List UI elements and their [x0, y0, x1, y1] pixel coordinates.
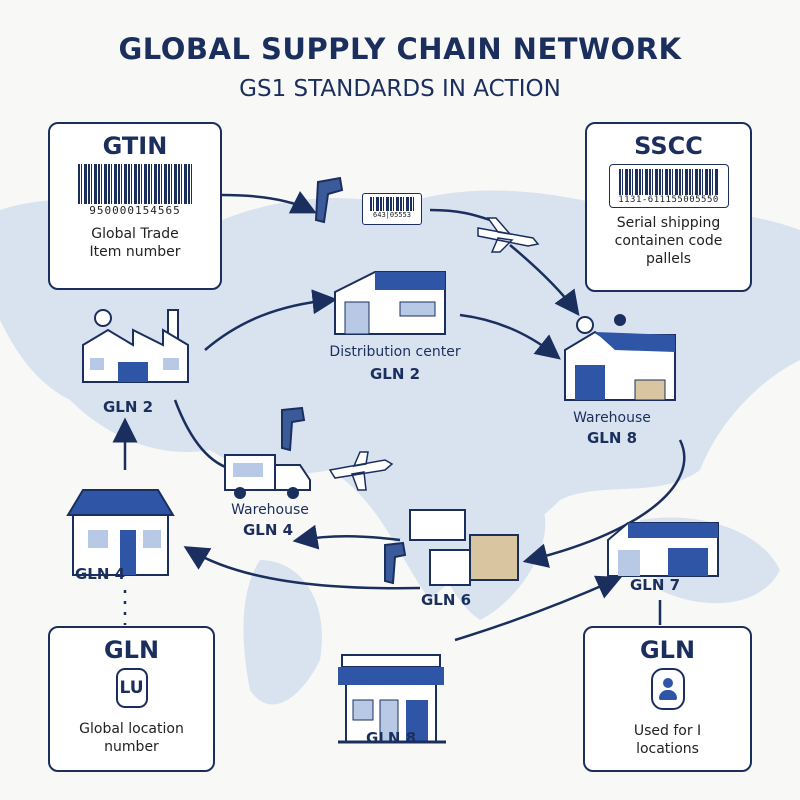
airplane-icon	[328, 451, 394, 491]
gln-right-desc-1: Used for I	[633, 723, 702, 739]
barcode-icon	[77, 164, 193, 204]
scanner-icon	[384, 541, 407, 585]
gln-left-desc-2: number	[104, 739, 159, 755]
sscc-desc-2: containen code	[614, 233, 723, 249]
scanner-icon	[281, 406, 306, 452]
gln-right-desc-2: locations	[636, 741, 699, 757]
gtin-code: 950000154565	[89, 204, 181, 217]
gtin-desc-1: Global Trade	[91, 226, 179, 242]
factory-gln: GLN 2	[102, 398, 154, 416]
warehouse-left-name: Warehouse	[231, 502, 309, 518]
gln-left-title: GLN	[103, 636, 160, 664]
page-subtitle: GS1 STANDARDS IN ACTION	[239, 76, 561, 102]
sscc-desc-3: pallels	[645, 251, 692, 267]
distribution-gln: GLN 2	[369, 365, 421, 383]
pallets-gln: GLN 6	[420, 591, 472, 609]
gln-card-right: GLN Used for I locations	[583, 626, 752, 772]
sscc-card: SSCC 1131-611155005550 Serial shipping c…	[585, 122, 752, 292]
shop-gln: GLN 4	[74, 565, 126, 583]
factory-icon	[82, 309, 189, 383]
scanned-label: 643|05553	[362, 193, 422, 225]
gln-card-left: GLN LU Global location number	[48, 626, 215, 772]
sscc-label: 1131-611155005550	[608, 164, 729, 208]
sscc-desc-1: Serial shipping	[616, 215, 721, 231]
small-warehouse-icon	[607, 522, 719, 577]
lu-badge: LU	[115, 668, 148, 708]
warehouse-right-name: Warehouse	[573, 410, 651, 426]
gtin-title: GTIN	[102, 132, 168, 160]
gtin-card: GTIN 950000154565 Global Trade Item numb…	[48, 122, 222, 290]
shop-icon	[66, 489, 175, 576]
page-title: GLOBAL SUPPLY CHAIN NETWORK	[118, 32, 682, 66]
distribution-name: Distribution center	[329, 344, 461, 360]
store-gln: GLN 8	[365, 729, 417, 747]
warehouse-left-gln: GLN 4	[242, 521, 294, 539]
distribution-center-icon	[334, 271, 446, 335]
pallets-icon	[409, 509, 519, 586]
gln-right-title: GLN	[639, 636, 696, 664]
barcode-icon	[370, 197, 414, 211]
gln-left-desc-1: Global location	[79, 721, 184, 737]
warehouse-right-gln: GLN 8	[586, 429, 638, 447]
sscc-title: SSCC	[634, 132, 703, 160]
delivery-truck-icon	[224, 454, 311, 499]
gtin-desc-2: Item number	[89, 244, 181, 260]
scanned-label-code: 643|05553	[373, 211, 411, 219]
warehouse-icon	[564, 314, 676, 401]
barcode-icon	[618, 169, 719, 195]
store-icon	[338, 654, 446, 744]
scanner-icon	[314, 176, 344, 224]
airplane-icon	[477, 217, 540, 253]
sscc-code: 1131-611155005550	[618, 195, 719, 205]
small-warehouse-gln: GLN 7	[629, 576, 681, 594]
person-icon	[650, 668, 685, 710]
